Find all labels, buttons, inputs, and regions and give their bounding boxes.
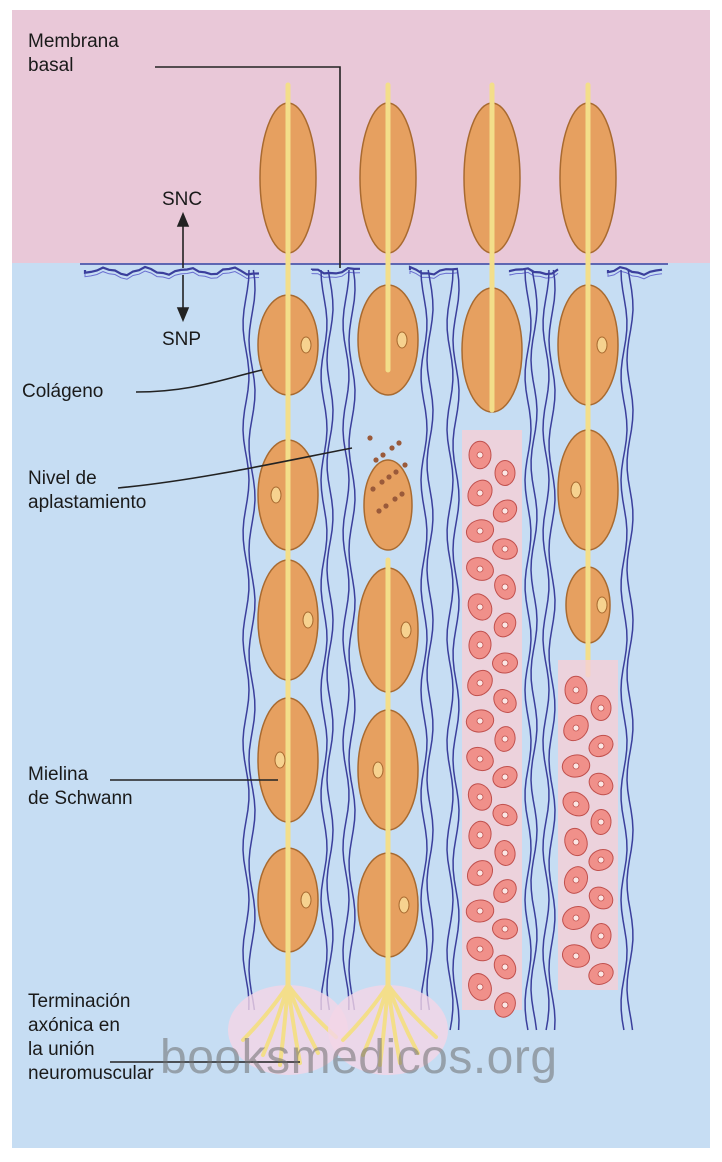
macrophage-nucleus	[502, 584, 508, 590]
macrophage-nucleus	[477, 528, 483, 534]
myelin-debris	[373, 457, 378, 462]
schwann-nucleus	[373, 762, 383, 778]
myelin-debris	[370, 486, 375, 491]
macrophage-nucleus	[598, 933, 604, 939]
myelin-debris	[383, 503, 388, 508]
myelin-debris	[392, 496, 397, 501]
schwann-nucleus	[275, 752, 285, 768]
macrophage-nucleus	[502, 1002, 508, 1008]
myelin-debris	[386, 474, 391, 479]
macrophage-nucleus	[477, 984, 483, 990]
schwann-nucleus	[301, 337, 311, 353]
macrophage-nucleus	[502, 698, 508, 704]
schwann-nucleus	[397, 332, 407, 348]
macrophage-nucleus	[502, 508, 508, 514]
macrophage-nucleus	[502, 926, 508, 932]
macrophage-nucleus	[502, 546, 508, 552]
label-terminacion: Terminación axónica en la unión neuromus…	[28, 990, 154, 1086]
macrophage-nucleus	[502, 888, 508, 894]
schwann-nucleus	[401, 622, 411, 638]
macrophage-nucleus	[477, 946, 483, 952]
macrophage-nucleus	[598, 743, 604, 749]
macrophage-nucleus	[502, 812, 508, 818]
schwann-nucleus	[399, 897, 409, 913]
myelin-debris	[396, 440, 401, 445]
macrophage-nucleus	[477, 718, 483, 724]
macrophage-nucleus	[477, 680, 483, 686]
schwann-nucleus	[271, 487, 281, 503]
schwann-nucleus	[597, 337, 607, 353]
label-membrana-basal: Membrana basal	[28, 30, 119, 78]
macrophage-nucleus	[502, 850, 508, 856]
macrophage-nucleus	[477, 756, 483, 762]
myelin-debris	[376, 508, 381, 513]
myelin-debris	[399, 491, 404, 496]
macrophage-nucleus	[477, 452, 483, 458]
macrophage-nucleus	[573, 915, 579, 921]
macrophage-nucleus	[573, 801, 579, 807]
macrophage-nucleus	[502, 622, 508, 628]
label-mielina-schwann: Mielina de Schwann	[28, 763, 133, 811]
macrophage-nucleus	[477, 490, 483, 496]
macrophage-nucleus	[598, 895, 604, 901]
macrophage-nucleus	[477, 604, 483, 610]
macrophage-nucleus	[477, 642, 483, 648]
myelin-debris	[367, 435, 372, 440]
macrophage-nucleus	[598, 705, 604, 711]
macrophage-nucleus	[573, 839, 579, 845]
macrophage-nucleus	[477, 794, 483, 800]
macrophage-nucleus	[502, 964, 508, 970]
macrophage-nucleus	[502, 660, 508, 666]
macrophage-nucleus	[477, 566, 483, 572]
label-snc: SNC	[162, 188, 202, 212]
label-snp: SNP	[162, 328, 201, 352]
macrophage-nucleus	[477, 908, 483, 914]
macrophage-nucleus	[477, 832, 483, 838]
macrophage-nucleus	[573, 953, 579, 959]
macrophage-nucleus	[573, 763, 579, 769]
macrophage-nucleus	[502, 470, 508, 476]
myelin-debris	[379, 479, 384, 484]
schwann-nucleus	[571, 482, 581, 498]
macrophage-nucleus	[573, 877, 579, 883]
macrophage-nucleus	[598, 971, 604, 977]
macrophage-nucleus	[502, 736, 508, 742]
watermark: booksmedicos.org	[160, 1030, 558, 1086]
schwann-nucleus	[301, 892, 311, 908]
myelin-debris	[389, 445, 394, 450]
macrophage-nucleus	[502, 774, 508, 780]
macrophage-nucleus	[573, 725, 579, 731]
schwann-nucleus	[303, 612, 313, 628]
myelin-debris	[402, 462, 407, 467]
myelin-debris	[393, 469, 398, 474]
macrophage-nucleus	[573, 687, 579, 693]
macrophage-nucleus	[598, 781, 604, 787]
macrophage-nucleus	[598, 819, 604, 825]
label-colageno: Colágeno	[22, 380, 103, 404]
myelin-debris	[380, 452, 385, 457]
label-nivel-aplastamiento: Nivel de aplastamiento	[28, 467, 146, 515]
schwann-nucleus	[597, 597, 607, 613]
macrophage-nucleus	[477, 870, 483, 876]
macrophage-nucleus	[598, 857, 604, 863]
